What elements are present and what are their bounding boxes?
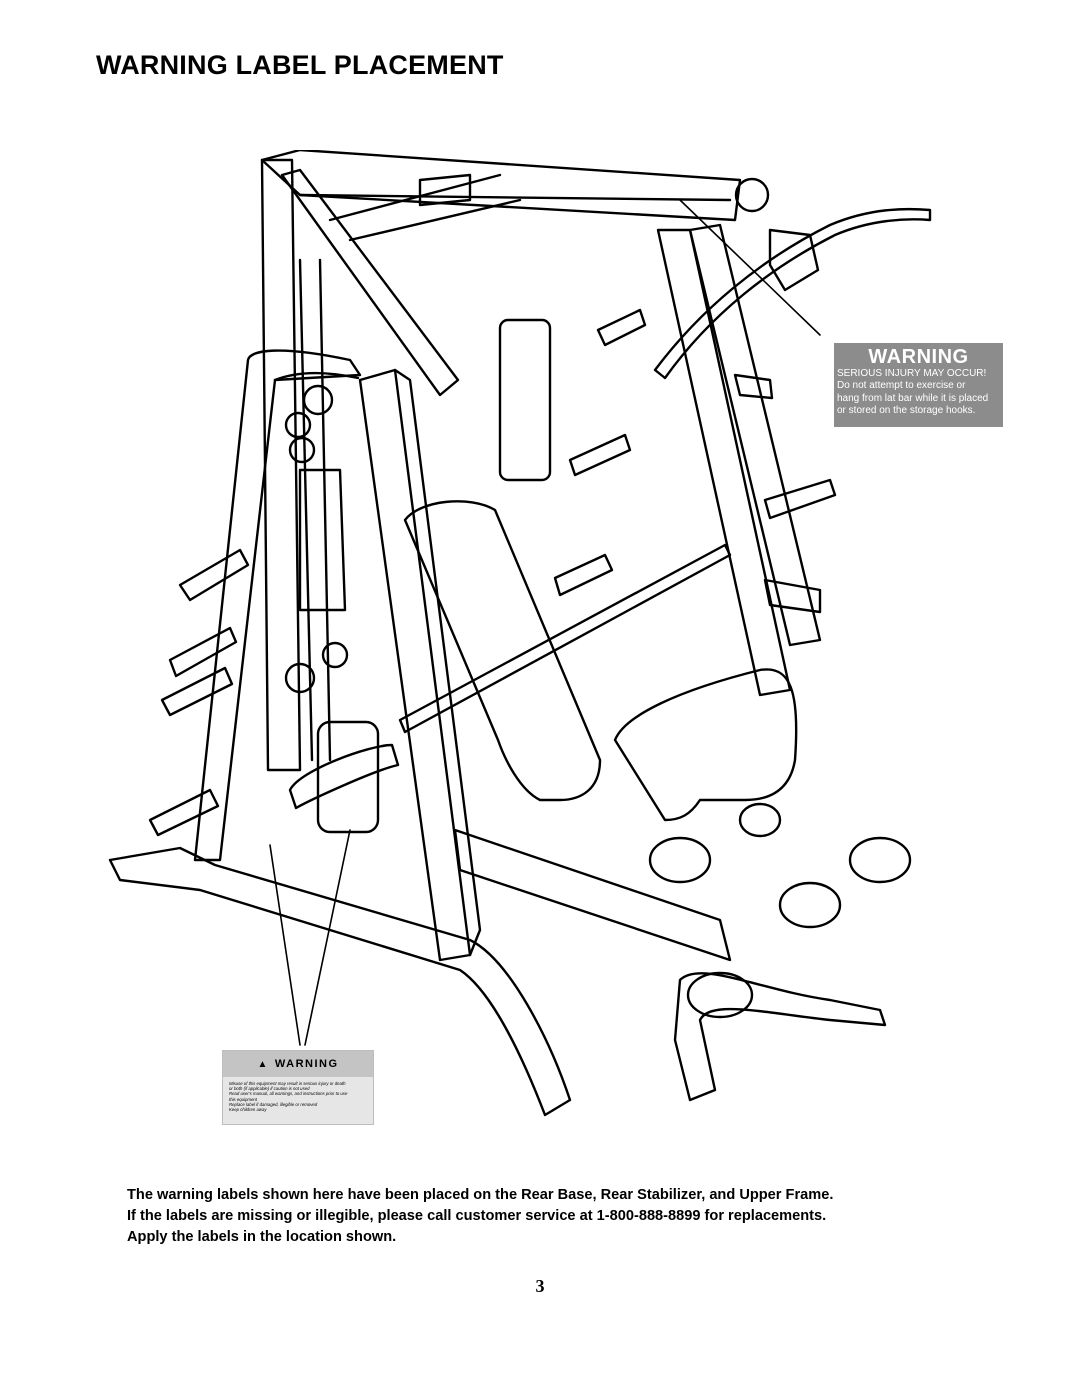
center-upright <box>358 368 472 962</box>
rear-base <box>108 846 572 1117</box>
warning-label-line: hang from lat bar while it is placed <box>837 392 989 404</box>
caption-line: Apply the labels in the location shown. <box>127 1229 397 1245</box>
warning-triangle-icon: ▲ <box>257 1058 269 1070</box>
left-a-frame <box>193 349 362 862</box>
center-upright-2 <box>393 368 482 957</box>
warning-label-header: WARNING <box>868 346 969 368</box>
page-number: 3 <box>535 1276 545 1296</box>
warning-label-line: Read user's manual, all warnings, and in… <box>229 1091 348 1097</box>
weight-plate <box>316 720 380 834</box>
warning-label-line: Replace label if damaged, illegible or r… <box>229 1101 318 1107</box>
home-gym-illustration <box>108 150 932 1117</box>
right-upright-front <box>656 228 792 697</box>
bench-seat-pad <box>613 668 798 822</box>
right-upright-rear <box>688 223 822 647</box>
placement-caption: The warning labels shown here have been … <box>127 1185 1007 1248</box>
warning-label-line: Keep children away <box>229 1107 267 1113</box>
bench-back-pad <box>403 500 602 802</box>
warning-label-line: or both (if applicable) if caution is no… <box>229 1086 310 1092</box>
lat-bar <box>653 207 932 380</box>
lat-arm <box>280 168 460 397</box>
caption-line: If the labels are missing or illegible, … <box>127 1208 827 1224</box>
leg-extension <box>673 972 887 1102</box>
top-frame <box>260 150 742 222</box>
warning-label-line: Do not attempt to exercise or <box>837 380 966 391</box>
bench-base <box>453 828 732 962</box>
warning-label-header-bar: ▲ WARNING <box>223 1051 373 1077</box>
rear-base-warning-label: ▲ WARNING Misuse of this equipment may r… <box>222 1050 374 1125</box>
smith-bar <box>398 543 732 734</box>
warning-label-header: WARNING <box>274 1058 339 1070</box>
rear-left-upright <box>260 158 302 772</box>
leader-line-base-1 <box>269 844 301 1046</box>
warning-label-subheader: SERIOUS INJURY MAY OCCUR! <box>837 368 987 379</box>
upper-frame-warning-label: WARNING SERIOUS INJURY MAY OCCUR! Do not… <box>834 343 1003 427</box>
warning-label-line: this equipment <box>229 1096 257 1102</box>
storage-horn <box>178 548 250 602</box>
caption-line: The warning labels shown here have been … <box>127 1187 834 1203</box>
leader-line-base-2 <box>304 829 351 1046</box>
warning-label-line: or stored on the storage hooks. <box>837 405 976 416</box>
warning-label-line: Misuse of this equipment may result in s… <box>229 1081 346 1086</box>
page-title: WARNING LABEL PLACEMENT <box>96 50 504 80</box>
leader-line-upper <box>679 199 821 336</box>
